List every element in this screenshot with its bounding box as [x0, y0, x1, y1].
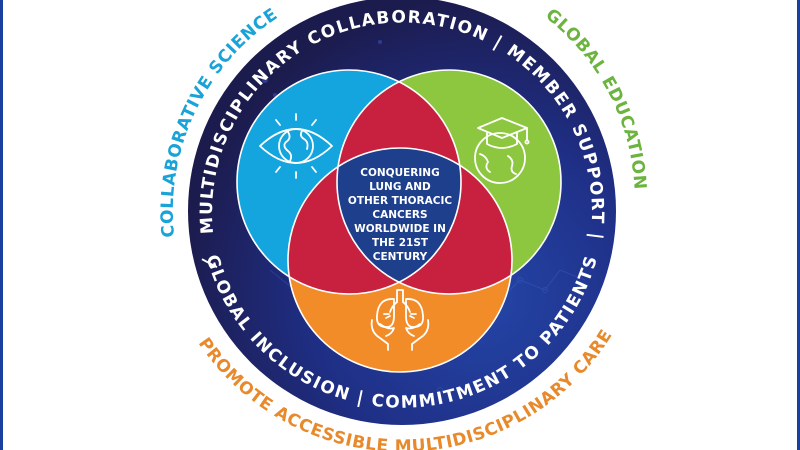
svg-text:CENTURY: CENTURY	[373, 251, 428, 263]
svg-text:LUNG AND: LUNG AND	[369, 181, 431, 193]
frame-edge-right	[797, 0, 800, 450]
center-mission-text: CONQUERING LUNG AND OTHER THORACIC CANCE…	[348, 167, 452, 263]
frame-edge-left	[0, 0, 3, 450]
svg-text:CANCERS: CANCERS	[372, 209, 427, 221]
svg-text:WORLDWIDE IN: WORLDWIDE IN	[354, 223, 446, 235]
circle-outlines	[236, 69, 562, 373]
svg-text:CONQUERING: CONQUERING	[360, 167, 439, 179]
center-intersection	[337, 148, 461, 294]
svg-text:THE 21ST: THE 21ST	[372, 237, 429, 249]
lungs-hands-icon	[370, 289, 430, 351]
eye-globe-icon	[259, 113, 333, 179]
graduation-cap-globe-icon	[474, 117, 530, 184]
svg-text:OTHER THORACIC: OTHER THORACIC	[348, 195, 452, 207]
sparkles-decoration	[262, 40, 382, 97]
